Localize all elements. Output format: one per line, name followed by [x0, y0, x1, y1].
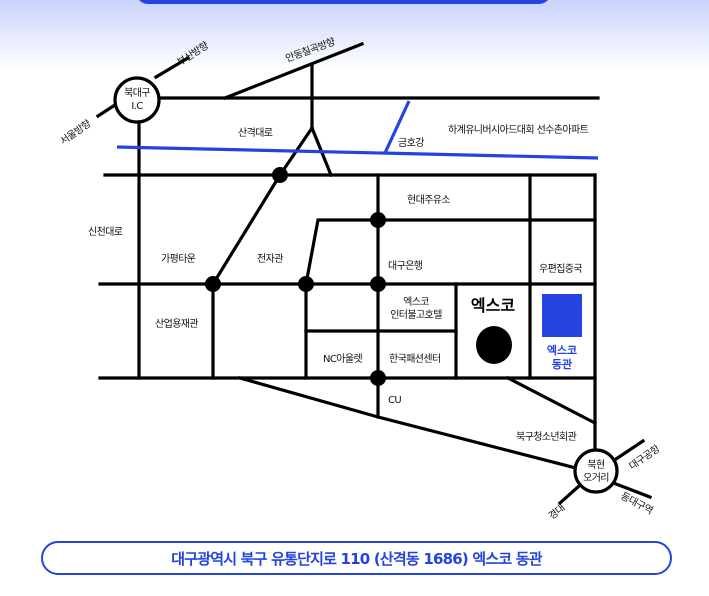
top-tab-bar	[136, 0, 551, 4]
ic-label: 북대구	[124, 87, 150, 99]
label-river: 금호강	[398, 137, 424, 149]
address-box: 대구광역시 북구 유통단지로 110 (산격동 1686) 엑스코 동관	[41, 541, 672, 575]
label-apartment: 하계유니버시아드대회 선수촌아파트	[448, 123, 589, 136]
junction-dots	[205, 167, 386, 386]
bukhyeon-label-2: 오거리	[583, 472, 609, 484]
label-cu: CU	[388, 395, 401, 406]
ic-circle: 북대구 I.C	[113, 76, 161, 124]
road-gyeongdae	[557, 483, 582, 506]
road-diagonal-youth	[505, 375, 598, 426]
label-post: 우편집중국	[539, 263, 582, 275]
label-gapyeong: 가평타운	[161, 253, 196, 265]
label-exco-east-2: 동관	[552, 357, 572, 371]
label-andong: 안동칠곡방향	[284, 36, 337, 65]
road-andong	[222, 41, 365, 101]
river	[116, 100, 599, 160]
junction-dot	[272, 167, 288, 183]
label-sangyeok-daero: 산격대로	[238, 126, 273, 139]
label-dongdaegu: 동대구역	[619, 490, 655, 517]
road-busan	[153, 55, 191, 80]
ic-label-2: I.C	[131, 101, 143, 112]
label-daegu-bank: 대구은행	[388, 260, 423, 272]
label-industrial: 산업용재관	[155, 317, 198, 330]
road-y220	[304, 218, 597, 286]
header-fade	[0, 0, 709, 70]
label-sincheon: 신천대로	[88, 226, 123, 238]
exco-marker	[476, 326, 512, 364]
label-hotel: 엑스코	[403, 296, 429, 308]
label-busan: 부산방향	[175, 39, 211, 68]
label-hotel-2: 인터불고호텔	[390, 309, 442, 321]
junction-dot	[298, 276, 314, 292]
label-exco-east: 엑스코	[547, 344, 577, 357]
river-line	[116, 145, 599, 160]
road-airport	[610, 438, 646, 464]
label-jeonjigwan: 전자관	[257, 253, 283, 265]
river-branch	[383, 100, 411, 154]
road-diagonal-south	[238, 376, 578, 470]
label-seoul: 서울방향	[58, 118, 93, 148]
exco-east-marker	[542, 294, 582, 337]
bukhyeon-label: 북현	[587, 459, 605, 471]
road-dongdaegu	[613, 481, 653, 500]
label-gyeongdae: 경대	[546, 501, 568, 522]
label-exco: 엑스코	[471, 296, 515, 315]
junction-dot	[370, 212, 386, 228]
label-nc: NC아울렛	[323, 353, 362, 365]
junction-dot	[205, 276, 221, 292]
junction-dot	[370, 276, 386, 292]
label-hyundai-oil: 현대주유소	[407, 194, 450, 206]
label-youth: 북구청소년회관	[516, 431, 577, 443]
label-fashion: 한국패션센터	[389, 353, 441, 365]
address-text: 대구광역시 북구 유통단지로 110 (산격동 1686) 엑스코 동관	[171, 549, 542, 568]
place-labels: 산격대로 금호강 하계유니버시아드대회 선수촌아파트 현대주유소 신천대로 가평…	[88, 123, 589, 443]
bukhyeon-circle: 북현 오거리	[573, 448, 619, 494]
junction-dot	[370, 370, 386, 386]
